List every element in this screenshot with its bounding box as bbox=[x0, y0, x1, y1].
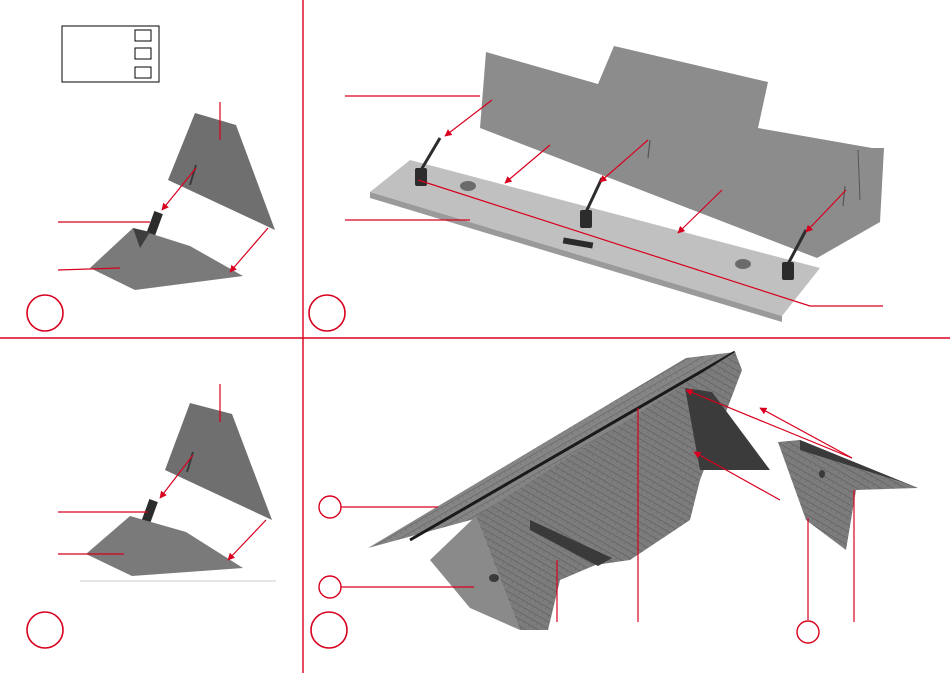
roof-panel-icon bbox=[86, 516, 243, 576]
roof-panel-icon bbox=[90, 228, 243, 290]
callout-marker-3 bbox=[797, 621, 819, 643]
legend-box bbox=[62, 26, 159, 82]
panel-top-right bbox=[309, 46, 884, 331]
panel-bottom-left bbox=[27, 384, 276, 648]
panel-bottom-right bbox=[311, 352, 918, 648]
legend-checkbox-3 bbox=[135, 67, 151, 78]
step-badge-bottom-left bbox=[27, 612, 63, 648]
step-badge-top-right bbox=[309, 295, 345, 331]
gable-panel-icon bbox=[165, 403, 272, 520]
panel-top-left bbox=[27, 26, 275, 331]
legend-checkbox-1 bbox=[135, 30, 151, 41]
callout-marker-2 bbox=[319, 576, 341, 598]
callout-marker-1 bbox=[319, 496, 341, 518]
gable-panel-icon bbox=[168, 113, 275, 230]
step-badge-bottom-right bbox=[311, 612, 347, 648]
legend-checkbox-2 bbox=[135, 48, 151, 59]
step-badge-top-left bbox=[27, 295, 63, 331]
